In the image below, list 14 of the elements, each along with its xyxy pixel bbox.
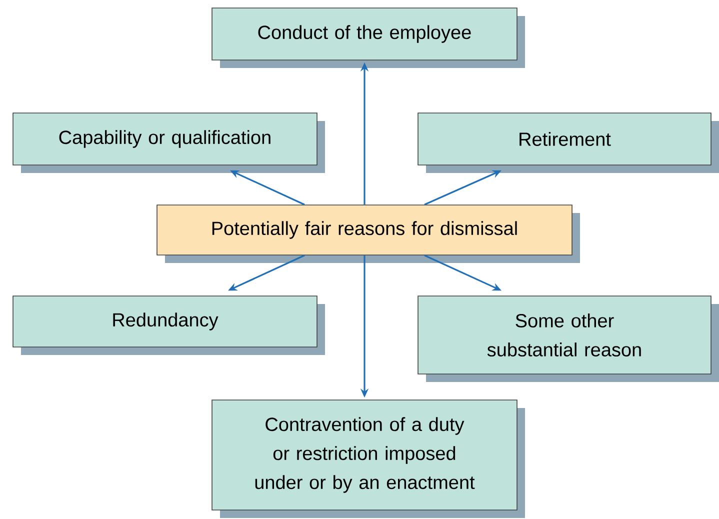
box-text: Redundancy (113, 312, 218, 330)
reason-box (418, 296, 719, 382)
box-text: Retirement (520, 132, 611, 146)
box-text: Capability or qualification (59, 130, 270, 148)
box-text: Potentially fair reasons for dismissal (212, 221, 517, 239)
reason-box (212, 400, 525, 518)
box-text: Contravention of a duty or restriction imposed under or by an enactment (255, 417, 475, 493)
reason-box (12, 296, 325, 355)
reason-box (156, 204, 580, 263)
reason-box (418, 112, 719, 173)
box-text: Some other substantial reason (487, 314, 641, 356)
reason-box (212, 8, 525, 68)
reason-box (12, 112, 325, 173)
box-text: Conduct of the employee (258, 25, 471, 43)
